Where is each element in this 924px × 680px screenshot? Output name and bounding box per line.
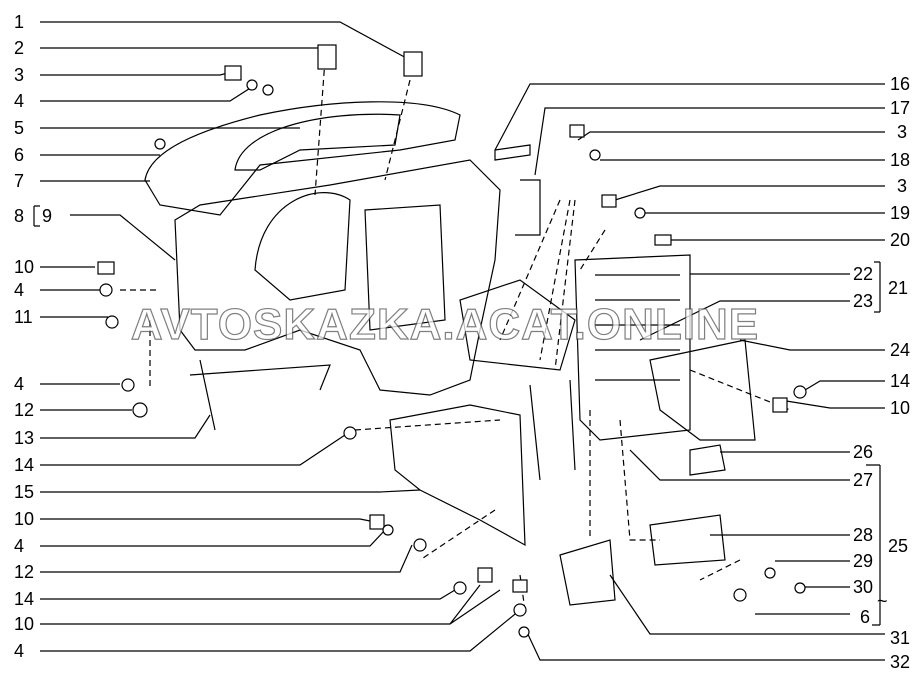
callout-24: 24 <box>890 340 911 360</box>
frame <box>459 279 576 371</box>
callout-32: 32 <box>890 652 911 672</box>
callout-4: 4 <box>14 641 25 661</box>
callout-3: 3 <box>897 122 908 142</box>
callout-17: 17 <box>890 98 911 118</box>
dashboard-parts <box>144 101 756 606</box>
dashboard <box>174 159 501 396</box>
callout-11: 11 <box>14 307 33 327</box>
callout-4: 4 <box>14 280 25 300</box>
callout-18: 18 <box>890 150 911 170</box>
callout-12: 12 <box>14 562 35 582</box>
callout-10: 10 <box>14 509 35 529</box>
glovebox-28 <box>649 514 726 566</box>
fasteners <box>97 44 807 638</box>
callout-3: 3 <box>14 65 25 85</box>
callout-10: 10 <box>14 614 35 634</box>
callout-23: 23 <box>853 291 874 311</box>
top-cover <box>144 101 461 216</box>
callout-10: 10 <box>14 257 35 277</box>
callout-6: 6 <box>860 607 871 627</box>
callout-4: 4 <box>14 91 25 111</box>
box-31 <box>559 539 616 606</box>
rail <box>529 379 576 481</box>
callout-25: 25 <box>888 536 909 556</box>
callout-5: 5 <box>14 118 25 138</box>
callout-8: 8 <box>14 206 25 226</box>
callout-7: 7 <box>14 171 25 191</box>
callout-13: 13 <box>14 428 35 448</box>
watermark: AVTOSKAZKA.ACAT.ONLINE <box>130 300 760 350</box>
callout-10: 10 <box>890 398 911 418</box>
callout-3: 3 <box>897 176 908 196</box>
side-trim <box>649 339 756 441</box>
lid-26 <box>689 444 726 476</box>
callout-14: 14 <box>14 455 35 475</box>
callout-16: 16 <box>890 74 911 94</box>
callout-1: 1 <box>14 12 25 32</box>
callout-14: 14 <box>890 371 911 391</box>
leader-lines <box>33 21 885 661</box>
callout-30: 30 <box>853 577 874 597</box>
strip <box>494 144 531 161</box>
callout-22: 22 <box>853 264 874 284</box>
console-frame <box>574 254 691 441</box>
callout-14: 14 <box>14 589 35 609</box>
callout-29: 29 <box>853 551 874 571</box>
callout-31: 31 <box>890 628 911 648</box>
callout-4: 4 <box>14 374 25 394</box>
callout-12: 12 <box>14 400 35 420</box>
callout-9: 9 <box>42 206 53 226</box>
callout-28: 28 <box>853 525 874 545</box>
assembly-lines <box>120 59 791 611</box>
lower-panel <box>389 404 526 547</box>
support <box>189 359 331 431</box>
callout-6: 6 <box>14 145 25 165</box>
callout-26: 26 <box>853 442 874 462</box>
bracket <box>515 179 541 236</box>
callout-21: 21 <box>888 278 909 298</box>
callout-27: 27 <box>853 470 874 490</box>
callout-tilde: ~ <box>877 591 888 611</box>
callout-2: 2 <box>14 38 25 58</box>
callout-20: 20 <box>890 230 911 250</box>
callout-15: 15 <box>14 482 35 502</box>
callout-4: 4 <box>14 536 25 556</box>
callout-19: 19 <box>890 203 911 223</box>
